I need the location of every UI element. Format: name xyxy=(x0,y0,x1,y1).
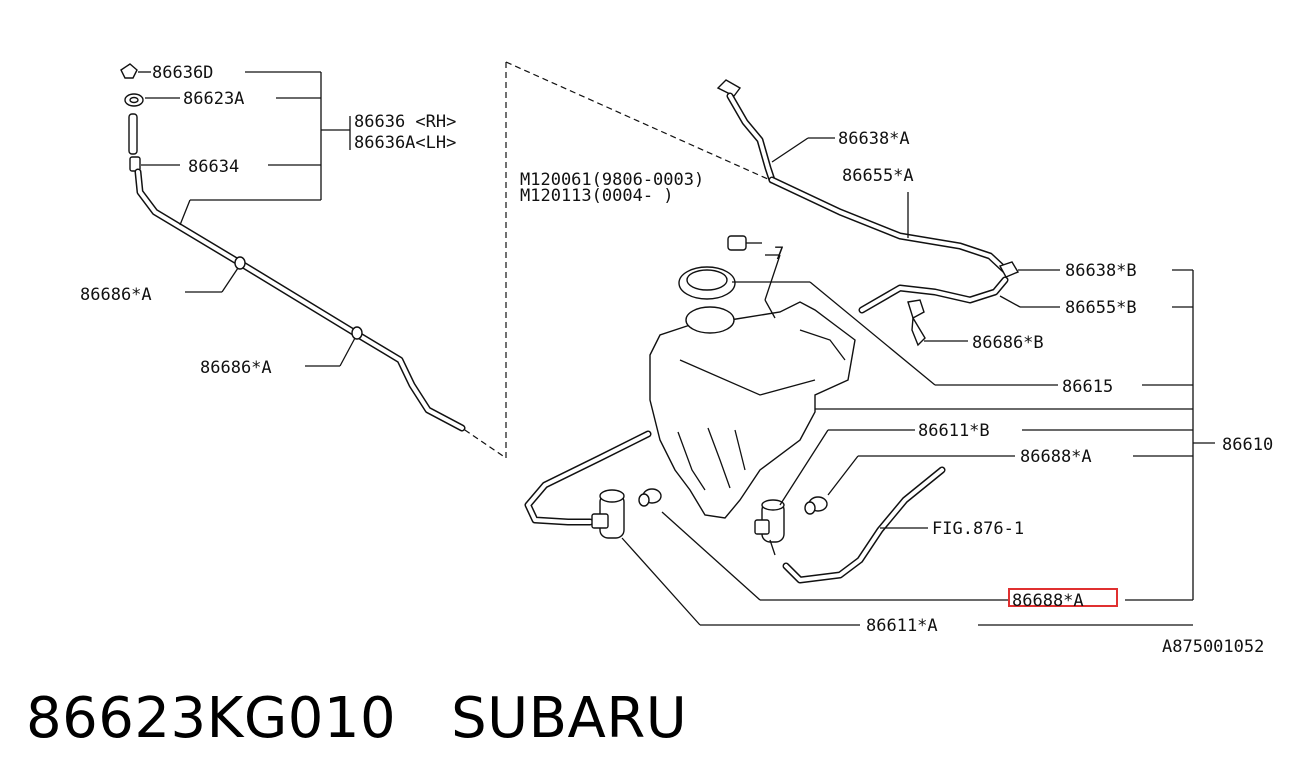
left-leader-lines xyxy=(138,71,356,367)
label-86686b: 86686*B xyxy=(972,333,1044,353)
label-86655a: 86655*A xyxy=(842,166,914,186)
parts-diagram: 86636D 86623A 86636 <RH> 86636A<LH> 8663… xyxy=(80,61,1273,657)
label-86634: 86634 xyxy=(188,157,239,177)
label-m120061: M120061(9806-0003) xyxy=(520,170,704,190)
pumps-and-lower-hoses xyxy=(524,430,946,584)
label-86636a-lh: 86636A<LH> xyxy=(354,133,456,153)
label-86611b: 86611*B xyxy=(918,421,990,441)
callout-labels: 86636D 86623A 86636 <RH> 86636A<LH> 8663… xyxy=(80,63,1273,657)
washer-tank xyxy=(649,266,856,519)
dashed-boundary xyxy=(461,61,771,460)
highlight-box xyxy=(1008,588,1118,607)
label-86686a-upper: 86686*A xyxy=(80,285,152,305)
label-86686a-lower: 86686*A xyxy=(200,358,272,378)
label-86688a-upper: 86688*A xyxy=(1020,447,1092,467)
label-86611a: 86611*A xyxy=(866,616,938,636)
label-seven: 7 xyxy=(774,244,784,264)
brand-name: SUBARU xyxy=(451,686,688,751)
label-86610: 86610 xyxy=(1222,435,1273,455)
label-86636-rh: 86636 <RH> xyxy=(354,112,456,132)
label-86615: 86615 xyxy=(1062,377,1113,397)
label-86638a: 86638*A xyxy=(838,129,910,149)
right-leader-lines xyxy=(621,137,1215,626)
label-fig-876-1: FIG.876-1 xyxy=(932,519,1024,539)
label-86638b: 86638*B xyxy=(1065,261,1137,281)
label-86688a-lower: 86688*A xyxy=(1012,591,1084,611)
footer-title: 86623KG010 SUBARU xyxy=(26,686,687,751)
part-number: 86623KG010 xyxy=(26,686,397,751)
label-86623a: 86623A xyxy=(183,89,244,109)
diagram-reference-code: A875001052 xyxy=(1162,637,1264,657)
upper-hoses xyxy=(716,79,1020,347)
label-86636d: 86636D xyxy=(152,63,213,83)
nozzle-assembly xyxy=(120,63,466,432)
label-86655b: 86655*B xyxy=(1065,298,1137,318)
label-m120113: M120113(0004- ) xyxy=(520,186,674,206)
